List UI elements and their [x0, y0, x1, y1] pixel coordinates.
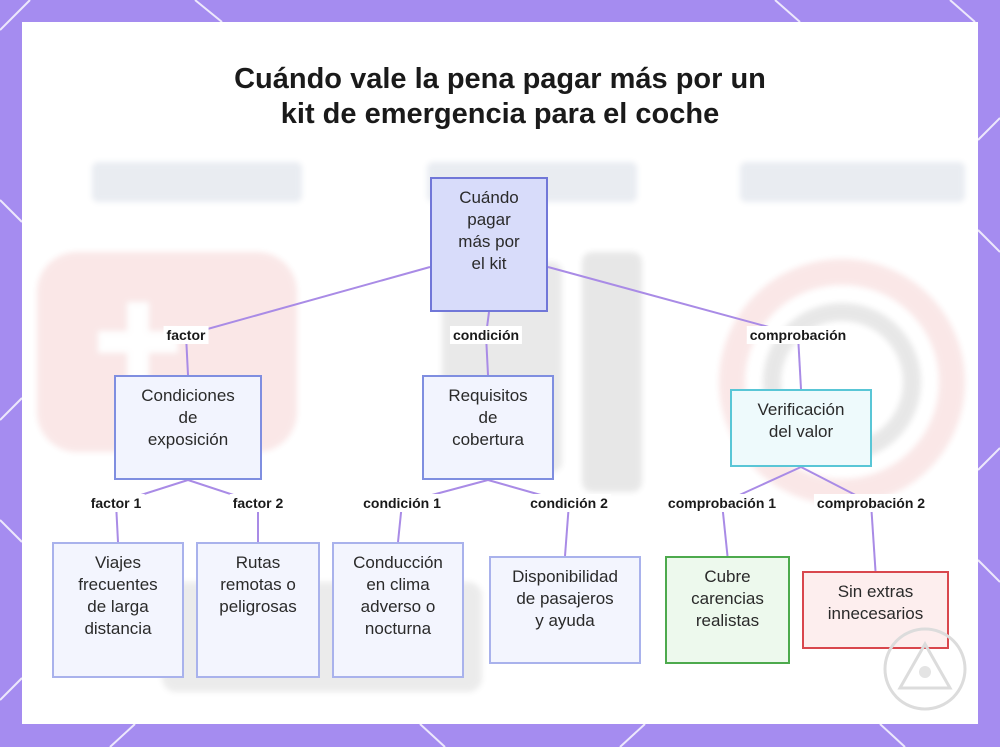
- leaf-node-3-2-line: innecesarios: [827, 604, 924, 623]
- branch-node-2-line: de: [478, 408, 498, 427]
- leaf-node-1-2-line: peligrosas: [219, 597, 297, 616]
- edge-label-branch-3: comprobación: [746, 326, 850, 344]
- branch-node-1-line: exposición: [147, 430, 229, 449]
- edge-label-leaf-2-2: condición 2: [527, 494, 611, 512]
- leaf-node-2-1-line: nocturna: [364, 619, 432, 638]
- edge-label-leaf-3-1: comprobación 1: [664, 494, 780, 512]
- root-node-line: Cuándo: [459, 188, 519, 207]
- leaf-node-2-2-line: y ayuda: [535, 611, 595, 630]
- edge-label-branch-2: condición: [449, 326, 523, 344]
- branch-node-2-line: cobertura: [452, 430, 524, 449]
- title-line-2: kit de emergencia para el coche: [280, 98, 720, 130]
- diagram-card: Cuándo vale la pena pagar más por un kit…: [22, 22, 978, 724]
- branch-node-1-line: de: [178, 408, 198, 427]
- root-node-line: pagar: [467, 210, 511, 229]
- leaf-node-2-1-line: en clima: [366, 575, 430, 594]
- leaf-node-1-1-line: de larga: [87, 597, 149, 616]
- leaf-node-3-2[interactable]: Sin extras innecesarios: [802, 571, 949, 649]
- branch-node-2-line: Requisitos: [448, 386, 528, 405]
- leaf-node-3-2-line: Sin extras: [837, 582, 914, 601]
- leaf-node-1-2-line: remotas o: [220, 575, 296, 594]
- edge-label-to-branch-3: [797, 334, 802, 390]
- branch-node-1-line: Condiciones: [141, 386, 235, 405]
- leaf-node-2-1-line: Conducción: [353, 553, 443, 572]
- leaf-node-1-2-line: Rutas: [235, 553, 281, 572]
- leaf-node-2-1-line: adverso o: [360, 597, 436, 616]
- leaf-node-3-1-line: Cubre: [704, 567, 751, 586]
- edge-root-to-branch-3: [547, 266, 799, 336]
- leaf-node-1-1-line: frecuentes: [78, 575, 158, 594]
- root-node-line: el kit: [471, 254, 507, 273]
- leaf-node-2-1[interactable]: Conducción en clima adverso o nocturna: [332, 542, 464, 678]
- edge-label-leaf-1-2: factor 2: [229, 494, 287, 512]
- leaf-node-1-1[interactable]: Viajes frecuentes de larga distancia: [52, 542, 184, 678]
- branch-node-2[interactable]: Requisitos de cobertura: [422, 375, 554, 480]
- edge-label-leaf-3-2: comprobación 2: [813, 494, 929, 512]
- edge-label-leaf-1-1: factor 1: [87, 494, 145, 512]
- edge-label-leaf-2-1: condición 1: [360, 494, 444, 512]
- branch-node-3[interactable]: Verificación del valor: [730, 389, 872, 467]
- watermark-logo-icon: [883, 627, 967, 711]
- edge-label-to-leaf-3-2: [870, 502, 877, 572]
- leaf-node-3-1-line: carencias: [691, 589, 764, 608]
- branch-node-3-line: Verificación: [757, 400, 845, 419]
- leaf-node-1-2[interactable]: Rutas remotas o peligrosas: [196, 542, 320, 678]
- leaf-node-2-2-line: Disponibilidad: [512, 567, 618, 586]
- leaf-node-1-1-line: Viajes: [94, 553, 141, 572]
- edge-root-to-branch-1: [185, 266, 431, 336]
- branch-node-3-line: del valor: [768, 422, 834, 441]
- leaf-node-3-1[interactable]: Cubre carencias realistas: [665, 556, 790, 664]
- branch-node-1[interactable]: Condiciones de exposición: [114, 375, 262, 480]
- leaf-node-2-2-line: de pasajeros: [516, 589, 614, 608]
- leaf-node-1-1-line: distancia: [84, 619, 152, 638]
- diagram-title: Cuándo vale la pena pagar más por un kit…: [200, 62, 800, 132]
- root-node[interactable]: Cuándo pagar más por el kit: [430, 177, 548, 312]
- leaf-node-2-2[interactable]: Disponibilidad de pasajeros y ayuda: [489, 556, 641, 664]
- edge-label-branch-1: factor: [163, 326, 209, 344]
- leaf-node-3-1-line: realistas: [695, 611, 760, 630]
- title-line-1: Cuándo vale la pena pagar más por un: [234, 63, 766, 95]
- root-node-line: más por: [458, 232, 520, 251]
